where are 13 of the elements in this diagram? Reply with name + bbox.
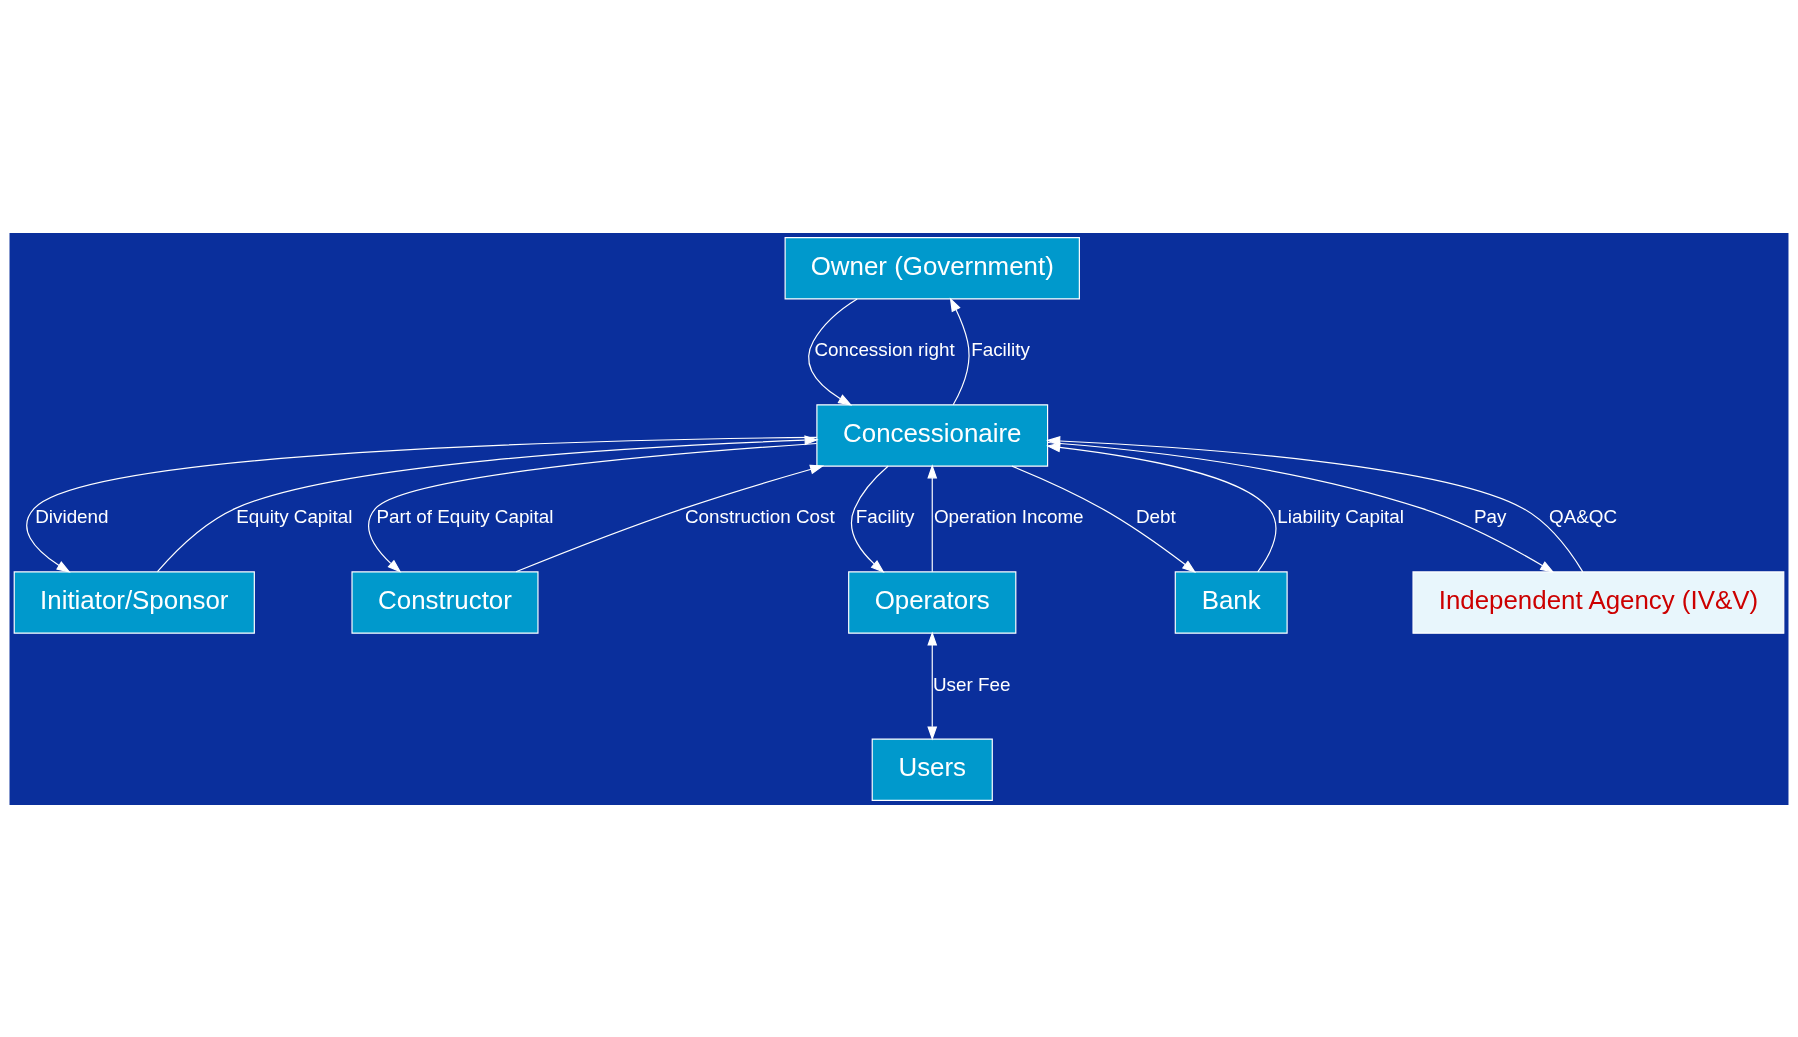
edge-label: Liability Capital [1277, 505, 1404, 527]
edge-label: Facility [971, 338, 1030, 360]
edge-label: QA&QC [1549, 505, 1618, 527]
edge-label: Construction Cost [685, 505, 835, 527]
edge-label: User Fee [932, 673, 1011, 695]
edge-label: Debt [1135, 505, 1176, 527]
edge-label: Facility [855, 505, 915, 527]
edge-label: Dividend [35, 505, 109, 527]
edge-label: Part of Equity Capital [376, 505, 554, 527]
edge-label: Concession right [814, 338, 955, 360]
edge-label: Equity Capital [236, 505, 353, 527]
edge-label: Operation Income [933, 505, 1084, 527]
edge-label: Pay [1473, 505, 1507, 527]
